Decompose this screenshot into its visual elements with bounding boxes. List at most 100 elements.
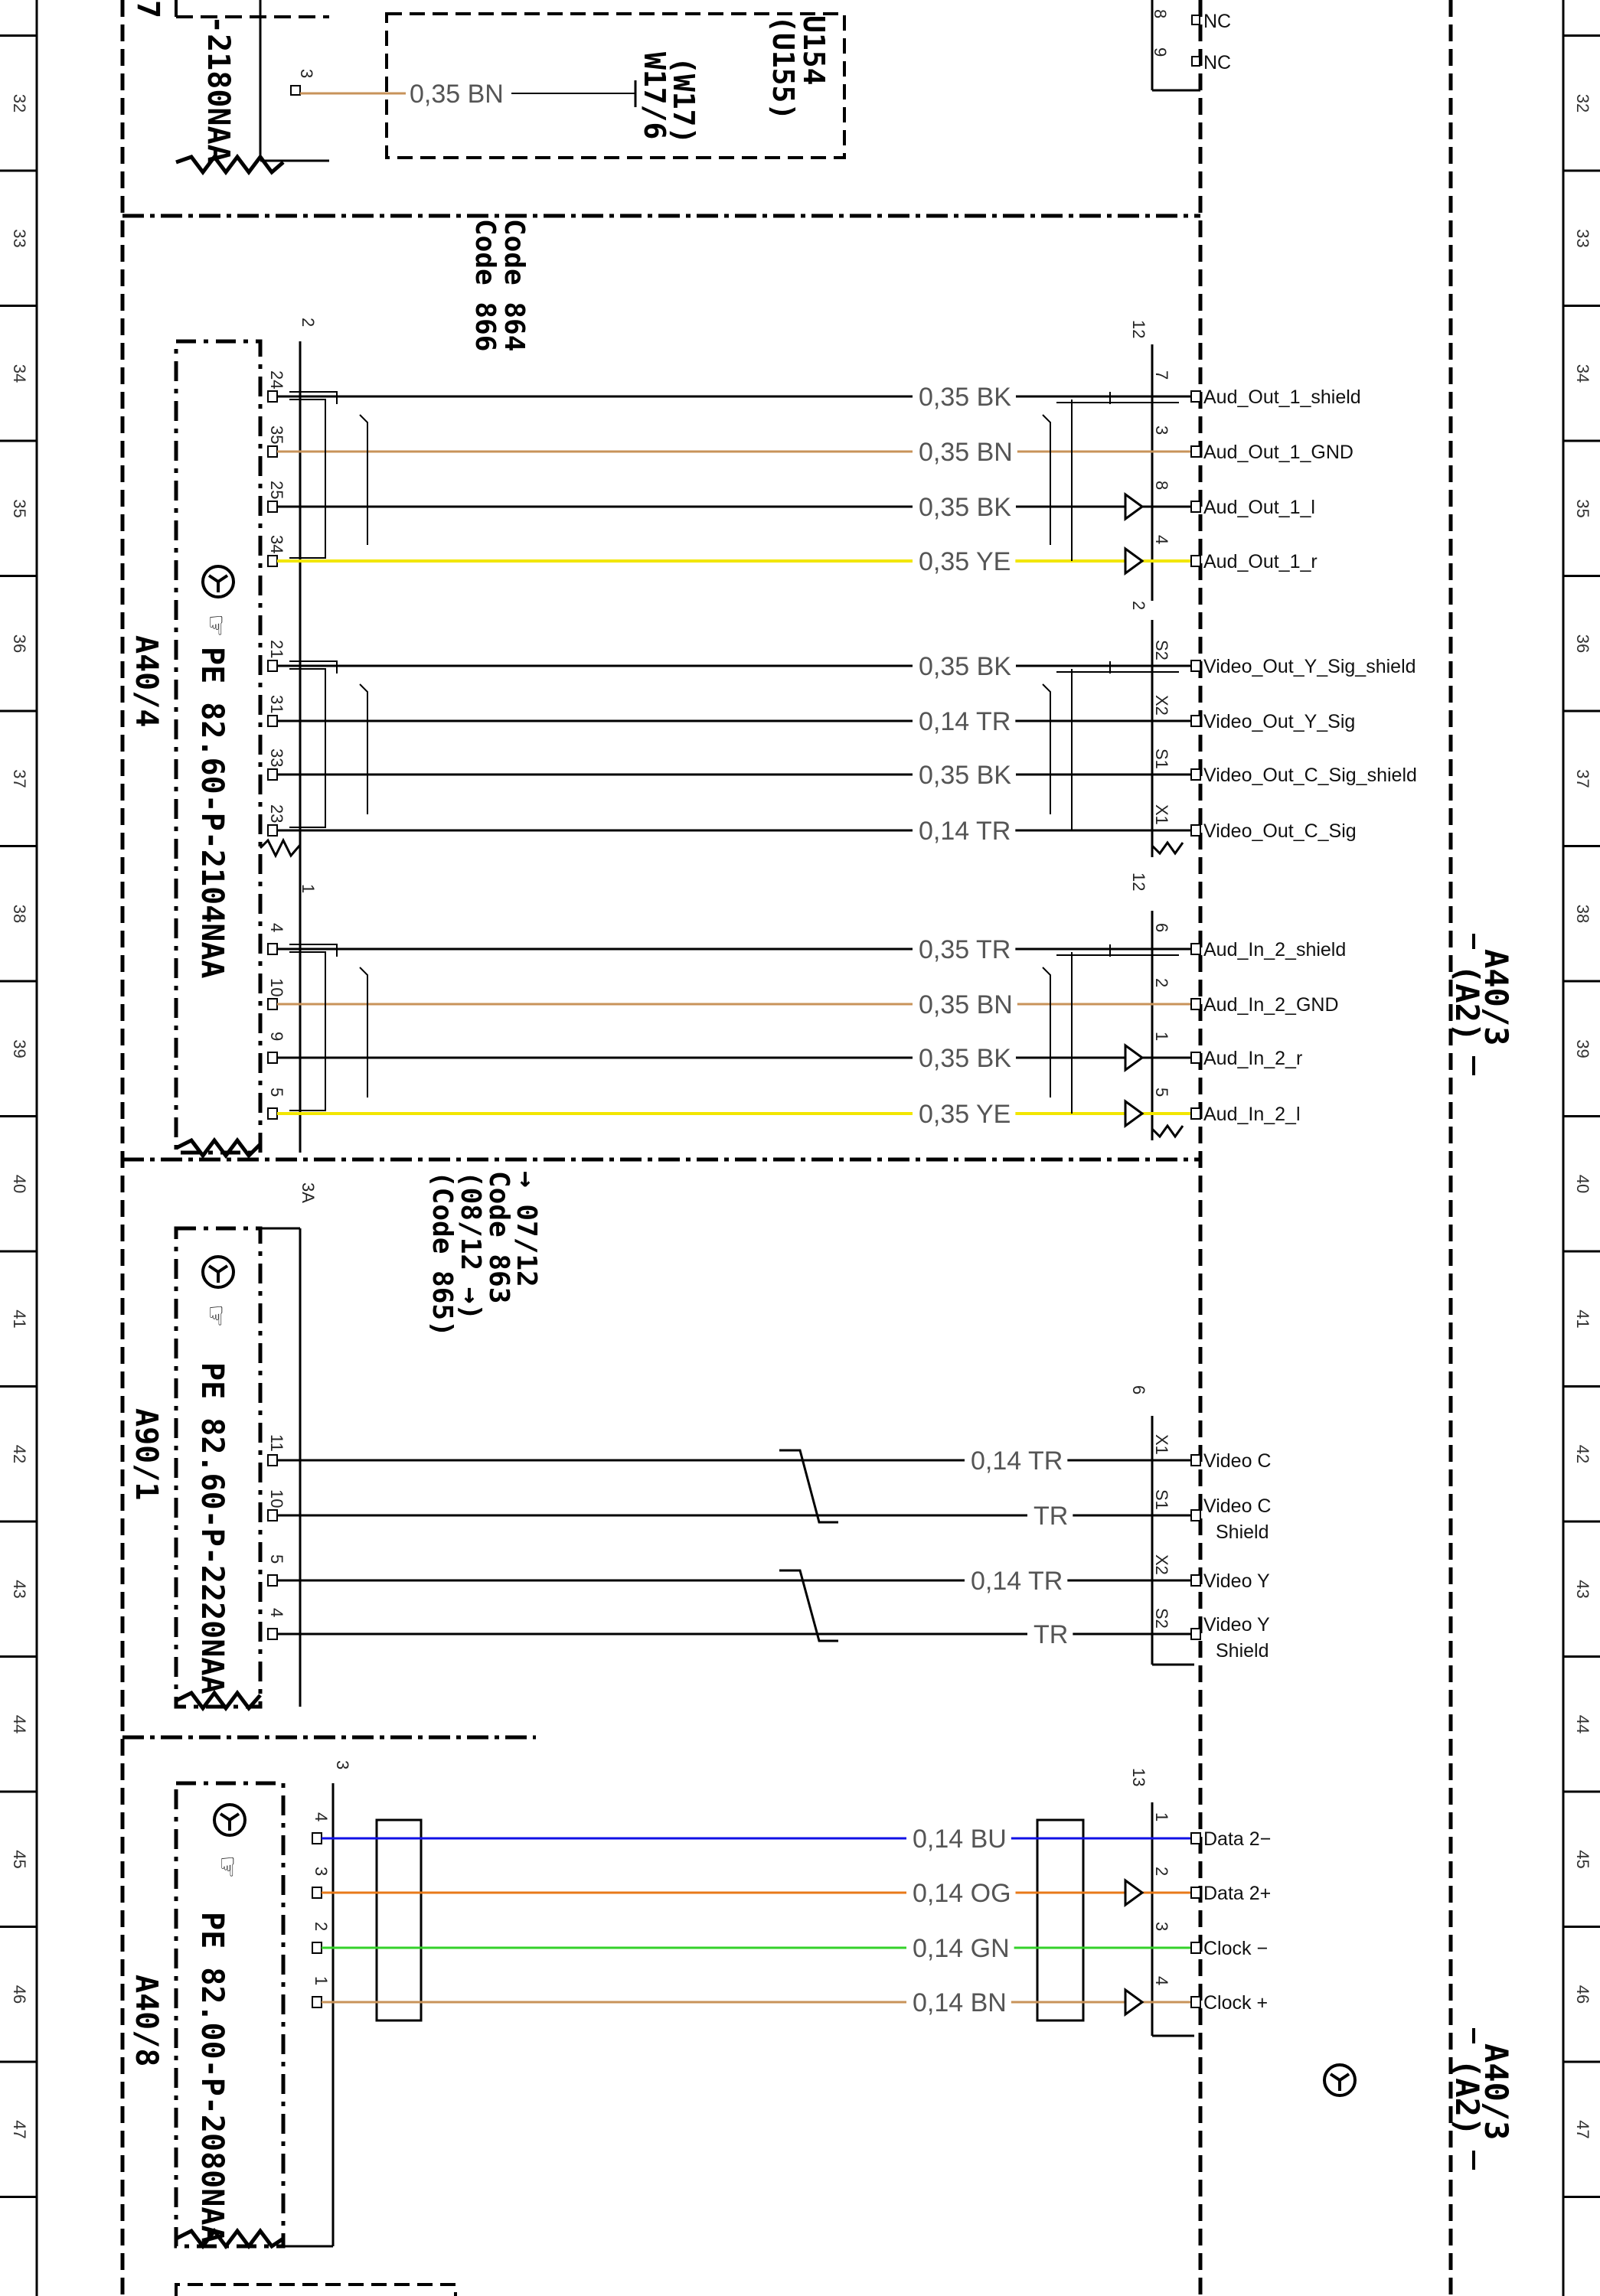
left-pin-number: 34: [267, 535, 286, 553]
hand-pointer-icon: ☞: [201, 614, 231, 637]
ruler-row-label: 41: [10, 1309, 29, 1328]
left-pin-number: 33: [267, 748, 286, 767]
signal-label: Aud_Out_1_r: [1203, 551, 1318, 572]
right-pin-number: 4: [1152, 535, 1171, 544]
ruler-row-label: 38: [1573, 905, 1592, 923]
right-pin-number: S1: [1152, 748, 1171, 769]
signal-label: Aud_In_2_l: [1203, 1104, 1301, 1125]
top-component-fragment-prefix: 7: [130, 0, 165, 18]
nc-label-1: NC: [1203, 11, 1231, 32]
right-pin-number: 2: [1152, 978, 1171, 987]
ruler-row-label: 40: [10, 1175, 29, 1193]
right-pin-number: 1: [1152, 1032, 1171, 1041]
wire-label: 0,14 GN: [913, 1934, 1010, 1963]
frames: [120, 0, 1453, 2296]
wire-label: 0,35 BK: [919, 493, 1011, 522]
module-a40-8: A40/8 PE 82.00-P-2080NAA ☞ 3 13 40,14 BU…: [129, 1760, 1271, 2296]
module-a40-4-code-2: Code 866: [469, 219, 501, 351]
left-pin-number: 35: [267, 426, 286, 444]
module-a90-1: A90/1 PE 82.60-P-2220NAA ☞ → 07/12 Code …: [129, 1171, 1272, 1712]
ruler-row-label: 47: [10, 2120, 29, 2138]
right-pin-number: X2: [1152, 695, 1171, 716]
ruler-row-label: 38: [10, 905, 29, 923]
ruler-row-label: 46: [1573, 1985, 1592, 2004]
signal-label: Aud_In_2_GND: [1203, 994, 1339, 1016]
wire-label: 0,35 BK: [919, 761, 1011, 790]
right-pin-number: S2: [1152, 1608, 1171, 1629]
wire-label: 0,14 BN: [913, 1988, 1007, 2017]
ruler-row-label: 40: [1573, 1175, 1592, 1193]
signal-label: Data 2+: [1203, 1883, 1271, 1904]
ruler-row-label: 42: [1573, 1445, 1592, 1463]
signal-label: Data 2−: [1203, 1828, 1271, 1850]
top-ref4: (U155): [766, 15, 800, 120]
signal-label-2: Shield: [1216, 1521, 1269, 1543]
wire-label: 0,35 BK: [919, 1044, 1011, 1073]
top-ref1: (W17): [667, 57, 700, 144]
module-a40-3-sub-1: (A2): [1448, 964, 1486, 1042]
signal-label: Clock +: [1203, 1992, 1268, 2014]
a90-1-left-connector: 3A: [299, 1182, 318, 1203]
top-ref3: U154: [797, 15, 831, 86]
ruler-right: 3132333435363738394041424344454647: [1562, 0, 1600, 2296]
ruler-row-label: 43: [10, 1580, 29, 1598]
ruler-left: 3132333435363738394041424344454647: [0, 0, 38, 2296]
svg-text:☞: ☞: [212, 1855, 243, 1878]
top-pin-label: 3: [297, 69, 316, 78]
diode-icon: [1124, 1099, 1144, 1128]
right-pin-number: 3: [1152, 1922, 1171, 1931]
module-a40-4-code-1: Code 864: [498, 219, 530, 351]
signal-label: Aud_In_2_r: [1203, 1048, 1302, 1069]
ruler-row-label: 32: [1573, 94, 1592, 113]
right-pin-number: 4: [1152, 1976, 1171, 1985]
signal-label: Clock −: [1203, 1938, 1268, 1959]
right-pin-number: 6: [1152, 923, 1171, 932]
wire-label: 0,14 TR: [919, 707, 1011, 736]
transistor-icon: [213, 1803, 247, 1837]
ruler-row-label: 46: [10, 1985, 29, 2004]
right-pin-number: 1: [1152, 1812, 1171, 1821]
module-a40-4: A40/4 PE 82.60-P-2104NAA ☞ Code 864 Code…: [129, 219, 1417, 1159]
ruler-row-label: 41: [1573, 1309, 1592, 1328]
a90-1-right-connector: 6: [1129, 1385, 1148, 1394]
wire-label: 0,35 TR: [919, 935, 1011, 964]
right-pin-number: 3: [1152, 426, 1171, 435]
module-a90-1-code-1: → 07/12: [511, 1171, 542, 1287]
ruler-row-label: 47: [1573, 2120, 1592, 2138]
nc-label-2: NC: [1203, 52, 1231, 73]
wire-label: 0,14 TR: [971, 1446, 1063, 1476]
svg-text:☞: ☞: [201, 1304, 231, 1327]
top-fragment: -2180NAA 7 3 0,35 BN (W17) W17/6 U154 (U…: [130, 0, 1231, 176]
left-pin-number: 23: [267, 804, 286, 823]
right-pin-number: X2: [1152, 1554, 1171, 1575]
signal-label: Video_Out_C_Sig: [1203, 820, 1357, 842]
right-pin-number: X1: [1152, 804, 1171, 825]
wire-label: 0,35 BK: [919, 383, 1011, 412]
transistor-icon: [201, 565, 235, 598]
module-a40-8-pe: PE 82.00-P-2080NAA: [194, 1912, 230, 2243]
ruler-row-label: 39: [1573, 1039, 1592, 1058]
diode-icon: [1124, 492, 1144, 521]
left-pin-number: 3: [312, 1867, 331, 1876]
ruler-row-label: 36: [1573, 634, 1592, 653]
ruler-row-label: 34: [1573, 364, 1592, 383]
wire-label: 0,35 BN: [919, 990, 1013, 1019]
left-pin-number: 10: [267, 1489, 286, 1508]
signal-label: Aud_In_2_shield: [1203, 939, 1346, 960]
module-a90-1-code-3: (08/12 →): [455, 1171, 486, 1320]
wire-label: TR: [1033, 1502, 1068, 1531]
left-pin-number: 10: [267, 978, 286, 996]
module-a40-3: A40/3 (A2) A40/3 (A2): [1323, 934, 1515, 2170]
ruler-row-label: 43: [1573, 1580, 1592, 1598]
ruler-row-label: 44: [10, 1715, 29, 1733]
left-pin-number: 31: [267, 695, 286, 713]
ruler-row-label: 34: [10, 364, 29, 383]
hand-pointer-icon: ☞: [212, 1855, 243, 1878]
signal-label: Aud_Out_1_shield: [1203, 386, 1361, 408]
ruler-row-label: 35: [1573, 499, 1592, 517]
a40-8-right-connector: 13: [1129, 1768, 1148, 1786]
a40-4-right-connector-12a: 12: [1129, 320, 1148, 338]
ruler-row-label: 45: [10, 1850, 29, 1868]
right-pin-number: 7: [1152, 370, 1171, 380]
